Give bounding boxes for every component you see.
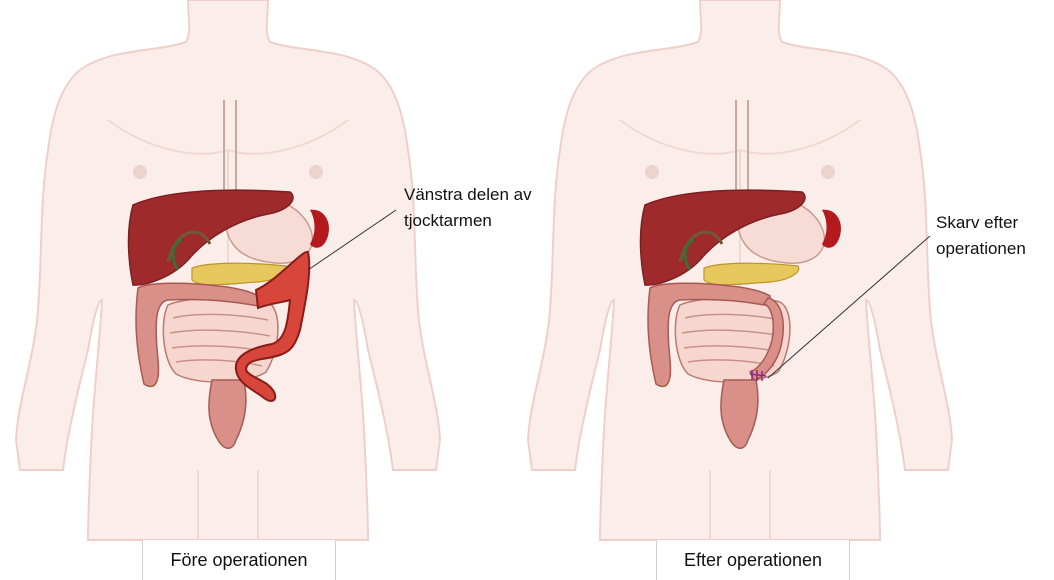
annotation-after-line1: Skarv efter [936,213,1019,232]
torso-before [16,0,440,540]
panel-before: Vänstra delen av tjocktarmen [16,0,532,540]
caption-after: Efter operationen [656,540,850,580]
annotation-before-line1: Vänstra delen av [404,185,532,204]
caption-before: Före operationen [142,540,336,580]
torso-after [528,0,952,540]
annotation-before-line2: tjocktarmen [404,211,492,230]
annotation-after-line2: operationen [936,239,1026,258]
panel-after: Skarv efter operationen [528,0,1026,540]
